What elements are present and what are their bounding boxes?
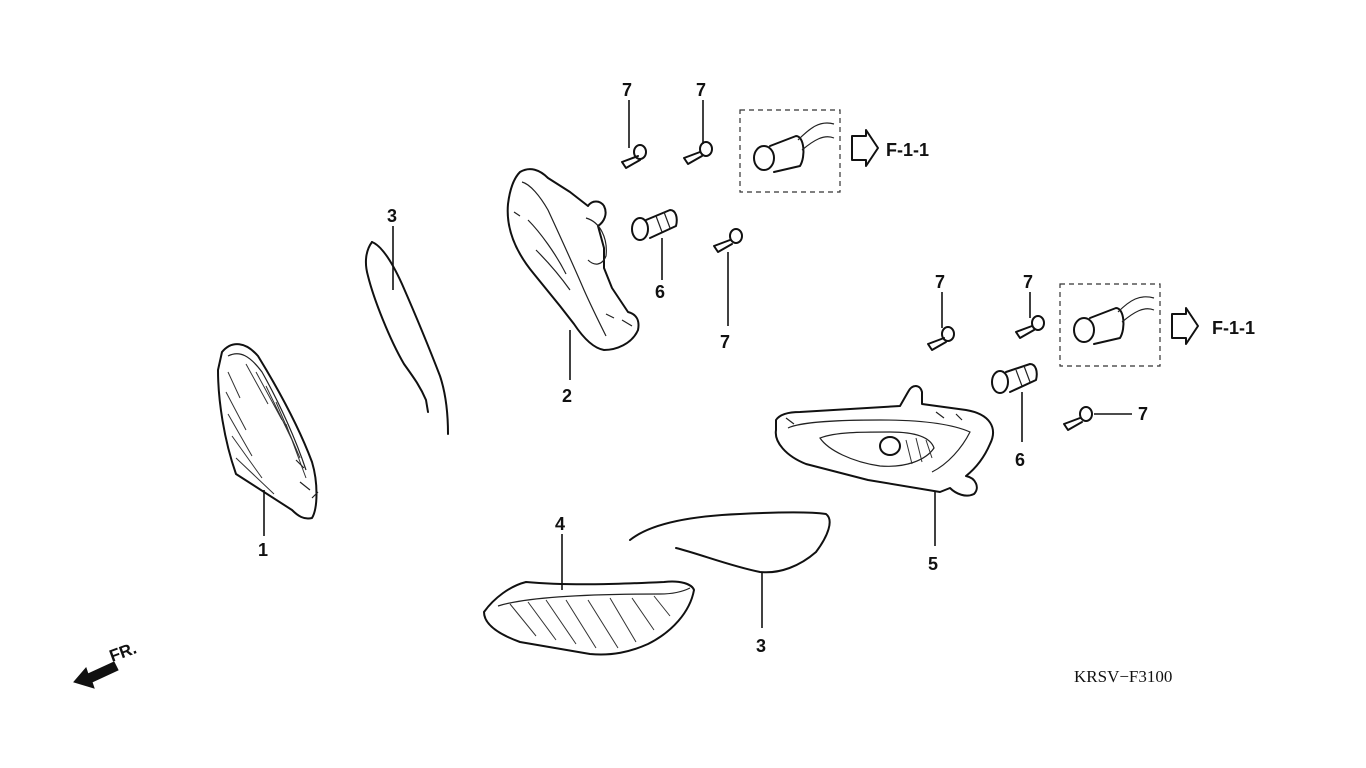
- socket-ref-upper: [739, 109, 879, 193]
- screw-7d: [927, 326, 955, 351]
- callout-2: 2: [562, 386, 572, 406]
- ref-f-1-1-upper: F-1-1: [886, 140, 929, 160]
- ref-f-1-1-lower: F-1-1: [1212, 318, 1255, 338]
- callout-7b: 7: [696, 80, 706, 100]
- screw-7a: [621, 144, 647, 169]
- part-6-bulb-lower: [991, 363, 1038, 394]
- callout-7c: 7: [720, 332, 730, 352]
- screw-7f: [1063, 406, 1093, 431]
- screw-7c: [713, 228, 743, 253]
- callout-7e: 7: [1023, 272, 1033, 292]
- part-3-gasket-upper: [364, 241, 449, 435]
- part-3-gasket-lower: [629, 511, 831, 574]
- diagram-code: KRSV−F3100: [1074, 667, 1172, 686]
- callout-7f: 7: [1138, 404, 1148, 424]
- callout-7d: 7: [935, 272, 945, 292]
- part-6-bulb-upper: [631, 209, 678, 241]
- callout-6a: 6: [655, 282, 665, 302]
- socket-ref-lower: [1059, 283, 1199, 367]
- callout-7a: 7: [622, 80, 632, 100]
- front-direction-label: FR.: [107, 639, 139, 666]
- callout-3b: 3: [756, 636, 766, 656]
- screw-7e: [1015, 315, 1045, 339]
- callout-4: 4: [555, 514, 565, 534]
- screw-7b: [683, 141, 713, 165]
- part-4-lens: [483, 580, 695, 656]
- callout-5: 5: [928, 554, 938, 574]
- front-direction-arrow-icon: [73, 661, 119, 689]
- callout-6b: 6: [1015, 450, 1025, 470]
- part-1-lens: [217, 343, 319, 520]
- callout-1: 1: [258, 540, 268, 560]
- part-2-housing: [506, 168, 640, 351]
- part-5-housing: [774, 385, 994, 497]
- callout-3a: 3: [387, 206, 397, 226]
